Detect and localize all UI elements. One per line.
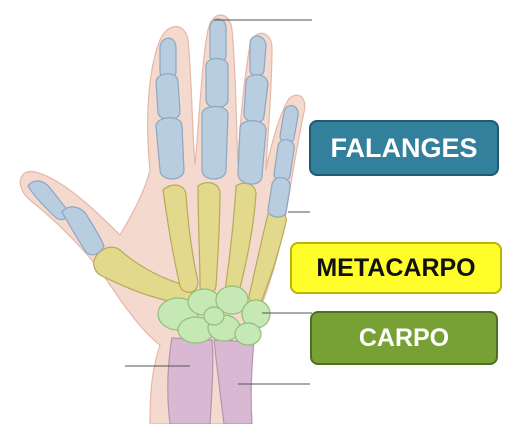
carpo-label-text: CARPO — [359, 324, 449, 353]
carpo-label: CARPO — [310, 311, 498, 365]
falanges-label-text: FALANGES — [330, 133, 477, 164]
forearm-bones — [168, 338, 254, 424]
falanges-label: FALANGES — [309, 120, 499, 176]
metacarpo-label-text: METACARPO — [316, 254, 475, 283]
metacarpo-label: METACARPO — [290, 242, 502, 294]
